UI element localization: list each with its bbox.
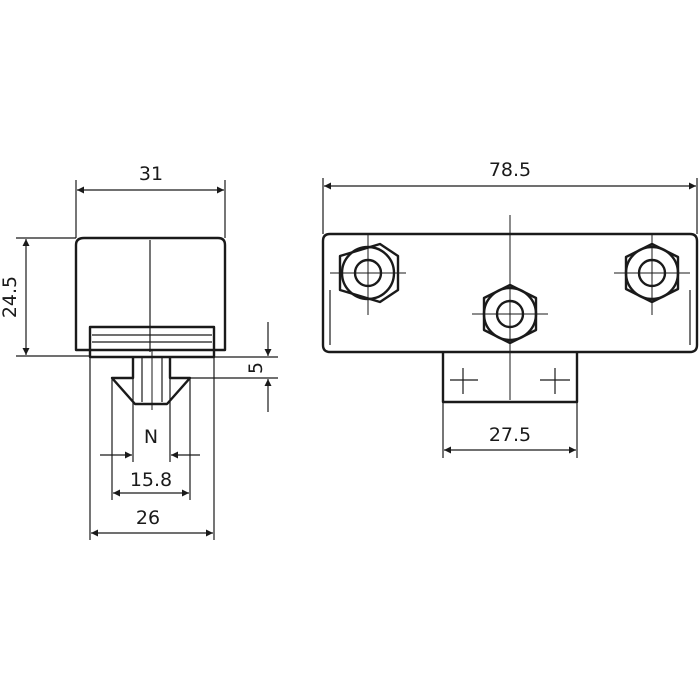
hex-bolt-right: [614, 235, 690, 315]
front-body: [321, 232, 699, 354]
front-view: 78.5 27.5: [321, 159, 699, 458]
dim-15.8-label: 15.8: [130, 469, 172, 491]
dim-5-label: 5: [245, 362, 267, 374]
dim-78.5-label: 78.5: [489, 159, 531, 181]
hex-bolt-center: [472, 283, 548, 345]
side-view: 31 24.5 5 N 15.8 26: [0, 163, 278, 540]
side-body: [74, 236, 227, 352]
side-slot-nut: [110, 357, 192, 406]
dim-n-label: N: [144, 426, 158, 448]
dim-24.5-label: 24.5: [0, 276, 21, 318]
dim-26-label: 26: [136, 507, 160, 529]
hex-bolt-left: [330, 235, 406, 315]
dim-31-label: 31: [139, 163, 163, 185]
front-foot: [441, 352, 579, 404]
dim-27.5-label: 27.5: [489, 424, 531, 446]
